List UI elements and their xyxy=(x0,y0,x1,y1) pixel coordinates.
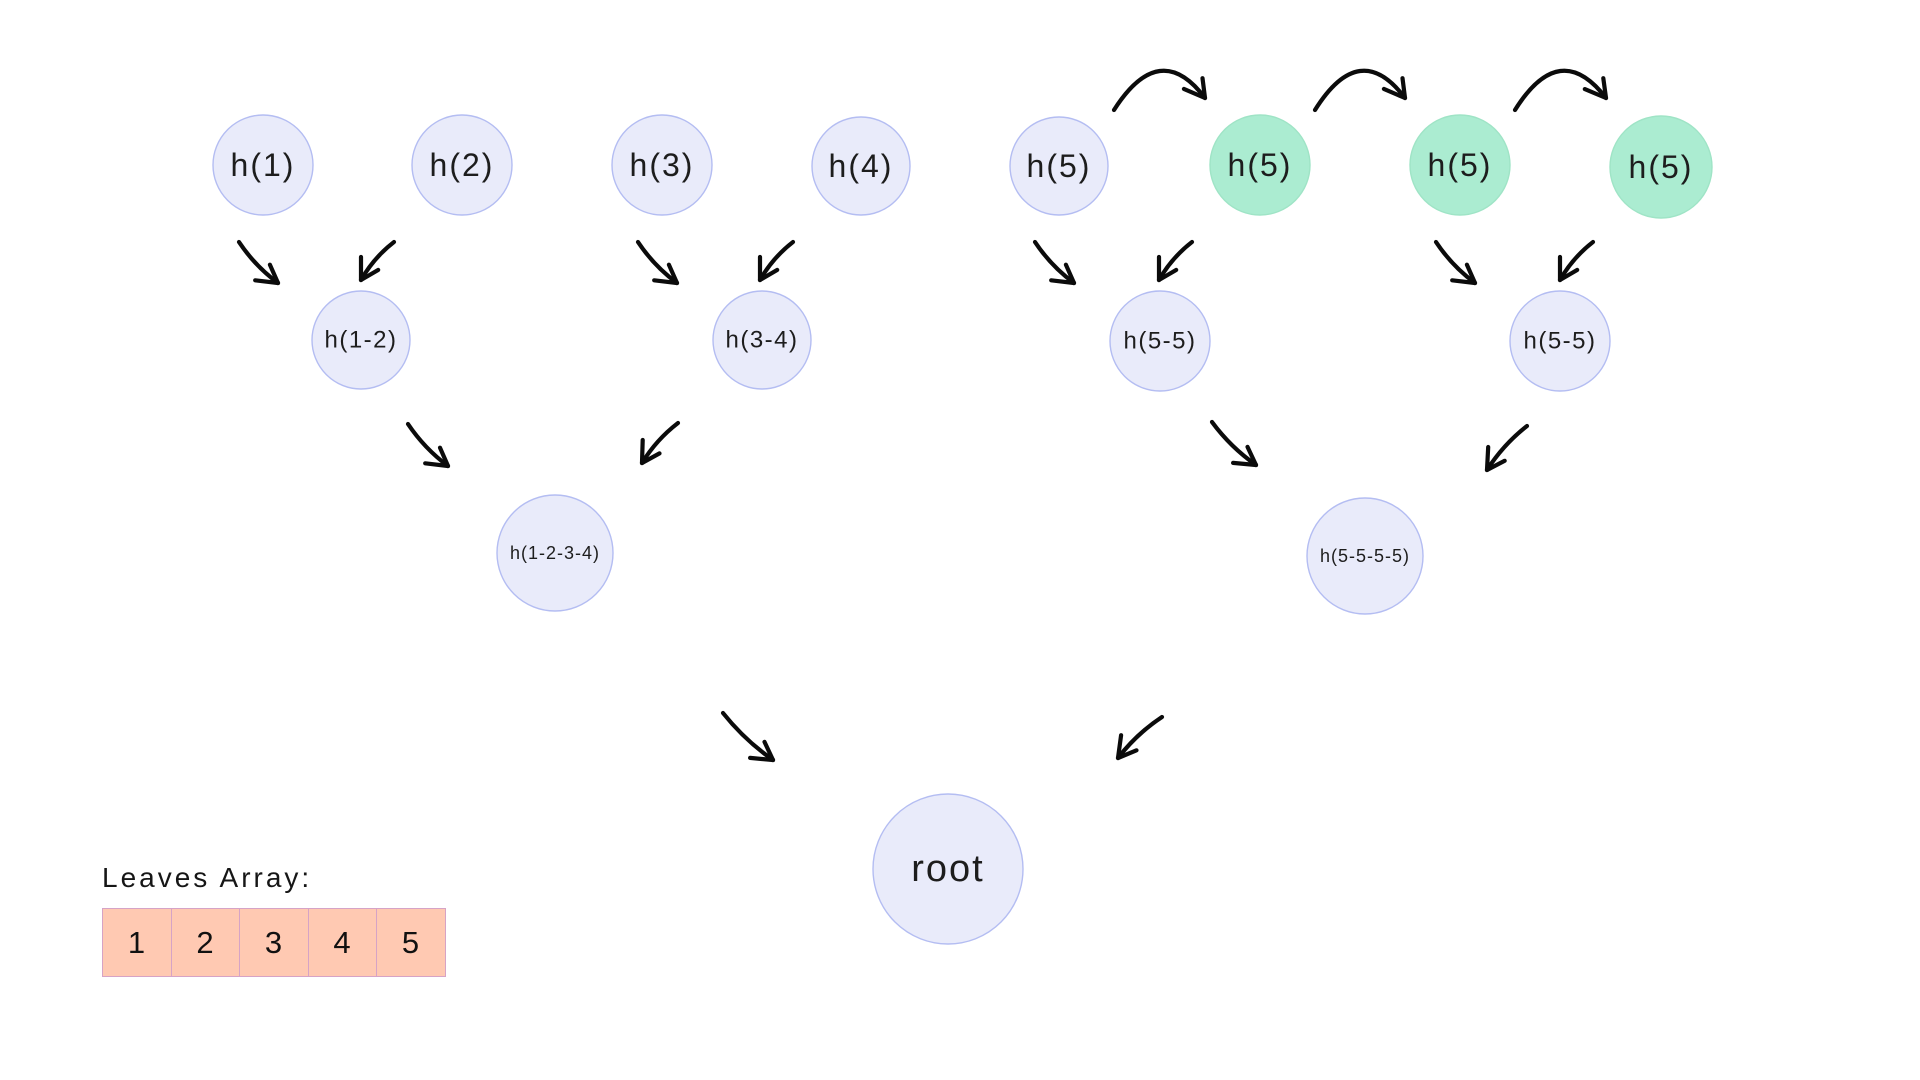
arrowhead xyxy=(1484,444,1507,473)
node-circle xyxy=(872,793,1024,945)
edge-arrow-h5-to-h55L xyxy=(1032,239,1077,286)
node-circle xyxy=(611,114,713,216)
arrowhead xyxy=(253,262,281,286)
arrowhead xyxy=(1381,76,1408,101)
node-circle xyxy=(1609,115,1713,219)
edge-arrow-h34-to-h1234 xyxy=(639,420,681,466)
edge-arrow-h12-to-h1234 xyxy=(405,421,451,469)
edge-arrow-h2-to-h12 xyxy=(358,239,397,283)
tree-node-h3: h(3) xyxy=(611,114,713,216)
edge-arrow-h1234-to-root xyxy=(720,710,776,763)
edge-arrow-h5d1-to-h55L xyxy=(1156,239,1195,283)
tree-node-h12: h(1-2) xyxy=(311,290,411,390)
node-label: h(1-2-3-4) xyxy=(510,543,600,563)
edge-arrow-h5d3-to-h55R xyxy=(1557,239,1596,283)
node-label: h(5-5) xyxy=(1523,328,1596,355)
node-label: h(2) xyxy=(430,147,495,183)
tree-node-h5d1: h(5) xyxy=(1209,114,1311,216)
duplicate-arc-h5-duplicate-2 xyxy=(1312,68,1408,113)
arrowhead xyxy=(358,254,381,283)
tree-node-h2: h(2) xyxy=(411,114,513,216)
node-label: h(4) xyxy=(829,148,894,184)
tree-node-h5555: h(5-5-5-5) xyxy=(1306,497,1424,615)
leaves-array-label: Leaves Array: xyxy=(102,862,313,893)
tree-node-h1234: h(1-2-3-4) xyxy=(496,494,614,612)
leaf-cell: 5 xyxy=(376,908,446,977)
arrowhead xyxy=(748,739,776,763)
duplicate-arc-h5-duplicate-1 xyxy=(1111,68,1208,113)
node-label: h(1) xyxy=(231,147,296,183)
tree-node-h34: h(3-4) xyxy=(712,290,812,390)
node-label: h(3-4) xyxy=(725,327,798,354)
leaf-cell: 1 xyxy=(102,908,172,977)
arrowhead xyxy=(1156,254,1179,283)
node-label: h(5) xyxy=(1228,147,1293,183)
tree-node-root: root xyxy=(872,793,1024,945)
arrowhead xyxy=(1557,254,1580,283)
node-label: h(5-5-5-5) xyxy=(1320,546,1410,566)
tree-node-h5d3: h(5) xyxy=(1609,115,1713,219)
node-label: h(5) xyxy=(1629,149,1694,185)
edge-arrow-h55R-to-h5555 xyxy=(1484,423,1530,473)
edge-arrow-h3-to-h34 xyxy=(635,239,680,286)
node-circle xyxy=(1306,497,1424,615)
tree-node-h4: h(4) xyxy=(811,116,911,216)
node-label: h(1-2) xyxy=(324,327,397,354)
edge-arrow-h55L-to-h5555 xyxy=(1209,419,1259,468)
arrowhead xyxy=(757,254,780,283)
node-circle xyxy=(712,290,812,390)
arrowhead xyxy=(1049,262,1077,286)
node-circle xyxy=(311,290,411,390)
node-circle xyxy=(811,116,911,216)
arrowhead xyxy=(1181,76,1208,101)
node-label: h(5-5) xyxy=(1123,328,1196,355)
node-label: root xyxy=(911,848,984,890)
node-label: h(3) xyxy=(630,147,695,183)
arrowhead xyxy=(1231,444,1259,468)
tree-node-h55R: h(5-5) xyxy=(1509,290,1611,392)
leaf-cell: 2 xyxy=(170,908,241,977)
node-circle xyxy=(1509,290,1611,392)
duplicate-arc-h5-duplicate-3 xyxy=(1512,68,1609,113)
node-circle xyxy=(212,114,314,216)
arrowhead xyxy=(652,262,680,286)
node-label: h(5) xyxy=(1428,147,1493,183)
arrowhead xyxy=(1582,76,1609,101)
arrowhead xyxy=(1115,733,1139,761)
leaf-cell: 3 xyxy=(239,908,309,977)
arrowhead xyxy=(639,437,662,466)
tree-node-h1: h(1) xyxy=(212,114,314,216)
edge-arrow-h5d2-to-h55R xyxy=(1433,239,1478,286)
arrowhead xyxy=(1450,262,1478,286)
arrowhead xyxy=(423,445,451,469)
node-circle xyxy=(1009,116,1109,216)
node-circle xyxy=(496,494,614,612)
tree-node-h55L: h(5-5) xyxy=(1109,290,1211,392)
tree-node-h5: h(5) xyxy=(1009,116,1109,216)
node-label: h(5) xyxy=(1027,148,1092,184)
node-circle xyxy=(1409,114,1511,216)
edge-arrow-h1-to-h12 xyxy=(236,239,281,286)
tree-node-h5d2: h(5) xyxy=(1409,114,1511,216)
node-circle xyxy=(1109,290,1211,392)
node-circle xyxy=(411,114,513,216)
node-circle xyxy=(1209,114,1311,216)
edge-arrow-h4-to-h34 xyxy=(757,239,796,283)
leaf-cell: 4 xyxy=(307,908,378,977)
edge-arrow-h5555-to-root xyxy=(1115,714,1165,761)
